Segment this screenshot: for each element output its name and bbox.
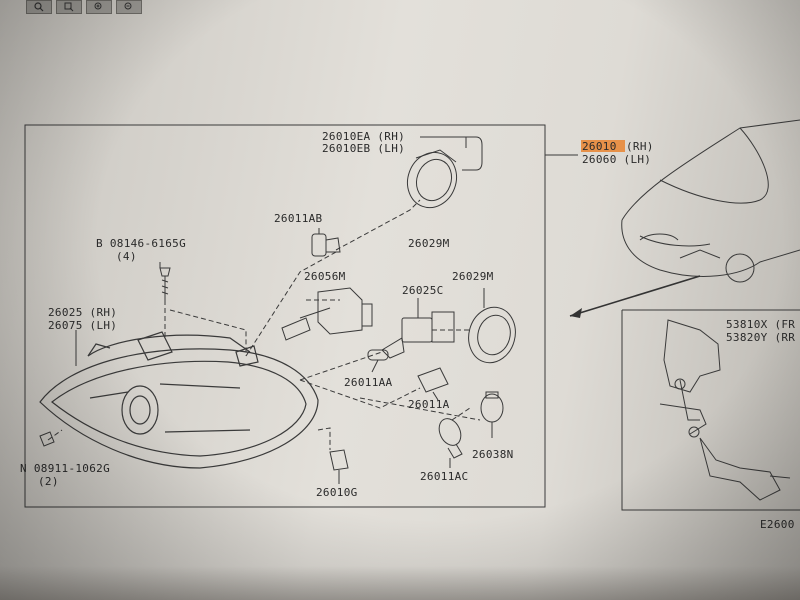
bulb-26011AA (367, 349, 389, 373)
inset-label-53810X[interactable]: 53810X (FR (726, 318, 795, 331)
bulb-26011AB (311, 228, 341, 257)
callout-top-line-2: 26010EB (LH) (322, 142, 405, 155)
part-label-26011AC[interactable]: 26011AC (420, 470, 468, 483)
zoom-button[interactable] (26, 0, 52, 14)
zoom-out-icon (124, 2, 132, 10)
part-label-26011A[interactable]: 26011A (408, 398, 450, 411)
part-label-08911[interactable]: N 08911-1062G (20, 462, 110, 475)
screw-08146 (159, 267, 171, 300)
part-label-26011AB[interactable]: 26011AB (274, 212, 323, 225)
part-label-26075-lh[interactable]: 26075 (LH) (48, 319, 117, 332)
dashed-leader-lines (47, 199, 481, 450)
part-label-08911-qty: (2) (38, 475, 59, 488)
callout-bracket (420, 136, 483, 171)
part-label-26056M[interactable]: 26056M (304, 270, 346, 283)
assembly-code-highlight (581, 140, 625, 152)
page-code-label: E2600 (760, 518, 795, 531)
part-label-08146[interactable]: B 08146-6165G (96, 237, 186, 250)
car-front-illustration (621, 119, 800, 283)
inset-pointer-arrowhead (570, 308, 582, 318)
main-diagram-frame (24, 124, 546, 508)
headlamp-leveler-illustration (659, 319, 791, 501)
inset-label-53820Y[interactable]: 53820Y (RR (726, 331, 795, 344)
assembly-lh-label: 26060 (LH) (582, 153, 651, 166)
headlamp-housing (39, 331, 319, 469)
part-label-26038N[interactable]: 26038N (472, 448, 514, 461)
zoom-out-button[interactable] (116, 0, 142, 14)
inset-pointer-arrow-line (569, 275, 701, 317)
part-label-08146-qty: (4) (116, 250, 137, 263)
callout-top-line-1: 26010EA (RH) (322, 130, 405, 143)
zoom-region-icon (64, 2, 74, 12)
bulb-26056M (281, 287, 373, 341)
screw-08911 (39, 431, 55, 447)
zoom-in-icon (94, 2, 102, 10)
part-label-26029M-mid[interactable]: 26029M (452, 270, 494, 283)
bulb-retaining-ring-top (406, 149, 458, 209)
part-label-26029M-top[interactable]: 26029M (408, 237, 450, 250)
socket-26038N (480, 391, 504, 438)
bulb-26011AC (438, 418, 463, 468)
zoom-in-button[interactable] (86, 0, 112, 14)
part-label-26025C[interactable]: 26025C (402, 284, 444, 297)
assembly-code-highlighted[interactable]: 26010 (582, 140, 617, 153)
viewer-toolbar (26, 0, 236, 14)
zoom-region-button[interactable] (56, 0, 82, 14)
socket-26025C (381, 298, 455, 359)
assembly-rh-suffix: (RH) (626, 140, 654, 153)
zoom-icon (34, 2, 44, 12)
part-label-26010G[interactable]: 26010G (316, 486, 358, 499)
inset-frame (621, 309, 800, 511)
bulb-retaining-ring-mid (468, 288, 516, 364)
part-label-26011AA[interactable]: 26011AA (344, 376, 393, 389)
part-label-26025-rh[interactable]: 26025 (RH) (48, 306, 117, 319)
clip-26010G (329, 449, 349, 484)
bulb-26011A (417, 367, 449, 401)
